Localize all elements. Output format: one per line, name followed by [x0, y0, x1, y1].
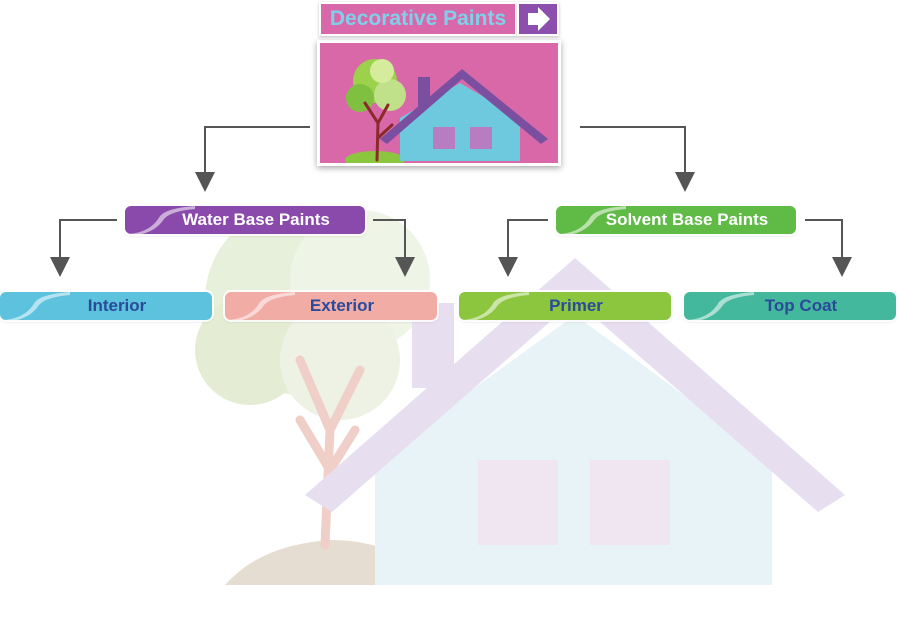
swoosh-decoration: [225, 292, 295, 320]
leaf-exterior-label: Exterior: [309, 296, 375, 315]
leaf-top-coat[interactable]: Top Coat: [684, 292, 896, 320]
branch-water-base-label: Water Base Paints: [182, 210, 330, 229]
root-title[interactable]: Decorative Paints: [319, 2, 517, 36]
swoosh-decoration: [556, 206, 626, 234]
tree-icon: [345, 59, 406, 163]
house-illustration: [345, 59, 548, 163]
swoosh-decoration: [459, 292, 529, 320]
swoosh-decoration: [684, 292, 754, 320]
swoosh-decoration: [0, 292, 70, 320]
swoosh-decoration: [125, 206, 195, 234]
house-icon: [380, 69, 548, 161]
branch-solvent-base-label: Solvent Base Paints: [605, 210, 769, 229]
root-arrow-button[interactable]: [517, 2, 559, 36]
leaf-top-coat-label: Top Coat: [764, 296, 838, 315]
arrow-right-icon: [528, 7, 550, 31]
root-title-label: Decorative Paints: [329, 7, 507, 30]
leaf-primer[interactable]: Primer: [459, 292, 671, 320]
branch-water-base[interactable]: Water Base Paints: [125, 206, 365, 234]
leaf-primer-label: Primer: [549, 296, 603, 315]
leaf-interior[interactable]: Interior: [0, 292, 212, 320]
leaf-interior-label: Interior: [87, 296, 147, 315]
branch-solvent-base[interactable]: Solvent Base Paints: [556, 206, 796, 234]
root-illustration: [317, 40, 561, 166]
leaf-exterior[interactable]: Exterior: [225, 292, 437, 320]
